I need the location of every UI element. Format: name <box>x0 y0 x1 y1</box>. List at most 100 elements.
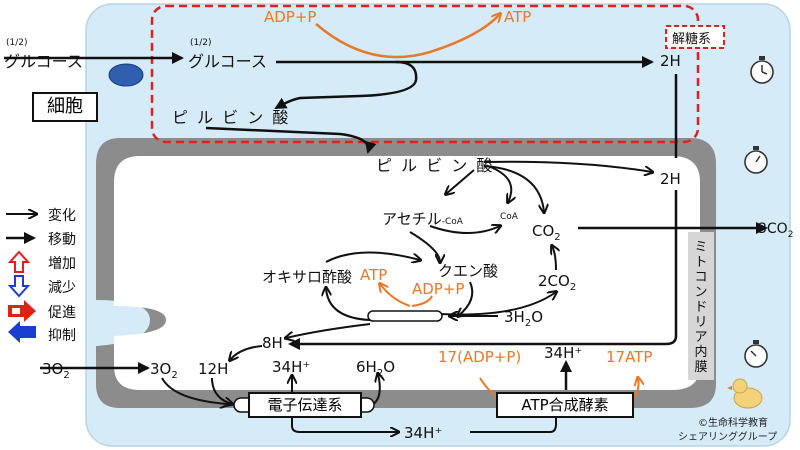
pyruvate-transport-arrow <box>205 126 377 154</box>
adp-to-cycle-line <box>411 295 433 307</box>
3co2-text: 3CO <box>758 221 788 237</box>
coa-label: CoA <box>500 212 518 222</box>
etc-to-h34-bottom-arrow <box>291 412 398 432</box>
glucose-inside-label: グルコース <box>188 52 267 71</box>
glucose-outside-coef: (1/2) <box>6 38 28 48</box>
acetyl-text: アセチル <box>382 210 442 228</box>
pyruvate-to-acetyl-arrow <box>446 169 475 194</box>
legend-left-block-arrow-icon <box>8 321 36 343</box>
stopwatch-icon-1 <box>750 56 774 84</box>
6h2o-text: 6H <box>356 358 377 376</box>
cell-label: 細胞 <box>32 92 98 122</box>
adp-p-glycolysis-label: ADP+P <box>264 8 317 26</box>
17-adp-p-label: 17(ADP+P) <box>438 348 522 366</box>
citrate-to-cycle-arrow <box>458 281 474 316</box>
6h2o-sub: 2 <box>376 368 384 379</box>
2co2-text: 2CO <box>538 272 570 290</box>
glycolysis-atp-arrow <box>315 14 500 59</box>
legend-label-increase: 増加 <box>48 256 76 272</box>
legend-label-promote: 促進 <box>48 305 76 321</box>
legend-down-hollow-arrow-icon <box>7 275 31 298</box>
inner-membrane-label: ミトコンドリア内膜 <box>694 240 708 375</box>
o2-out-sub: 2 <box>63 370 70 381</box>
legend-label-move: 移動 <box>48 232 76 248</box>
legend-label-decrease: 減少 <box>48 280 76 296</box>
glycolysis-label-box <box>665 25 725 49</box>
pyruvate-to-2h-arrow <box>483 160 652 172</box>
34h-plus-label: 34H⁺ <box>272 358 311 376</box>
acetyl-sub-text: -CoA <box>441 217 463 227</box>
oxaloacetate-label: オキサロ酢酸 <box>262 268 353 286</box>
3co2-label: 3CO2 <box>758 221 793 240</box>
17atp-label: 17ATP <box>606 348 653 366</box>
pyruvate-to-co2-arrow <box>483 165 544 212</box>
acetyl-to-citrate-arrow <box>409 231 440 262</box>
adp-p-cycle-label: ADP+P <box>412 280 465 298</box>
co2-sub: 2 <box>554 232 561 243</box>
pyruvate-cytoplasm-label: ピ ル ビ ン 酸 <box>172 108 291 127</box>
stopwatch-icon-2 <box>744 146 768 174</box>
h34-bottom-to-synthase-arrow <box>470 412 557 433</box>
2h-pyruvate-label: 2H <box>660 170 681 188</box>
glucose-outside-label: グルコース <box>4 52 83 71</box>
cycle-to-8h-arrow <box>286 323 371 338</box>
o2-to-etc-arrow <box>161 377 228 404</box>
glucose-transporter <box>108 63 144 87</box>
atp-synthase-label: ATP合成酵素 <box>496 392 634 418</box>
6h2o-tail: O <box>383 358 396 376</box>
2h-glycolysis-label: 2H <box>660 52 681 70</box>
mascot-logo <box>727 378 763 409</box>
cycle-to-oxaloacetate-arrow <box>326 288 371 321</box>
cycle-capsule <box>367 310 443 322</box>
legend-right-block-arrow-icon <box>8 300 36 322</box>
atp-cycle-label: ATP <box>360 266 388 284</box>
o2-inside-label: 3O2 <box>150 360 178 381</box>
o2-out-text: 3O <box>42 360 64 378</box>
glycolysis-box <box>150 4 700 144</box>
etc-label: 電子伝達系 <box>248 392 362 418</box>
coa-to-acetyl-arrow <box>429 226 500 234</box>
pyruvate-mito-label: ピ ル ビ ン 酸 <box>376 156 495 175</box>
co2-label: CO2 <box>532 222 561 243</box>
12h-to-etc-arrow <box>211 377 232 404</box>
nadh-to-8h-line <box>288 190 678 350</box>
6h2o-label: 6H2O <box>356 358 395 379</box>
copyright-line-1: ©生命科学教育 <box>698 418 768 429</box>
oxaloacetate-to-citrate-arrow <box>325 251 420 262</box>
34h-plus-synthase-label: 34H⁺ <box>544 344 583 362</box>
2co2-label: 2CO2 <box>538 272 576 293</box>
2co2-sub: 2 <box>569 282 577 293</box>
legend-up-hollow-arrow-icon <box>7 250 31 273</box>
legend-label-change: 変化 <box>48 208 76 224</box>
8h-to-12h-arrow <box>230 345 263 360</box>
3h2o-label: 3H2O <box>504 308 543 329</box>
citrate-label: クエン酸 <box>438 262 499 280</box>
o2-in-text: 3O <box>150 360 172 378</box>
stopwatch-icon-3 <box>744 340 768 368</box>
o2-outside-label: 3O2 <box>42 360 70 381</box>
glycolysis-label: 解糖系 <box>672 32 712 47</box>
8h-label: 8H <box>262 334 283 352</box>
atp-glycolysis-label: ATP <box>504 8 532 26</box>
12h-label: 12H <box>198 360 229 378</box>
glucose-inside-coef: (1/2) <box>190 38 212 48</box>
3h2o-text: 3H <box>504 308 525 326</box>
mitochondrial-matrix <box>114 156 700 390</box>
inner-membrane-panel <box>688 232 714 380</box>
34h-plus-bottom-label: 34H⁺ <box>404 424 443 442</box>
o2-in-sub: 2 <box>171 370 178 381</box>
3co2-sub: 2 <box>787 229 794 240</box>
pyruvate-to-coa-arrow <box>487 165 511 202</box>
3h2o-tail: O <box>531 308 544 326</box>
cycle-atp-arrow <box>380 284 411 307</box>
synthase-to-atp-arrow <box>633 378 639 399</box>
copyright-line-2: シェアリンググループ <box>678 432 778 443</box>
3h2o-sub: 2 <box>524 318 532 329</box>
co2-text: CO <box>532 222 555 240</box>
2co2-up-arrow <box>552 246 556 271</box>
acetyl-coa-label: アセチル-CoA <box>382 208 463 229</box>
legend-label-inhibit: 抑制 <box>48 328 76 344</box>
glucose-to-pyruvate-arrow <box>274 60 418 110</box>
